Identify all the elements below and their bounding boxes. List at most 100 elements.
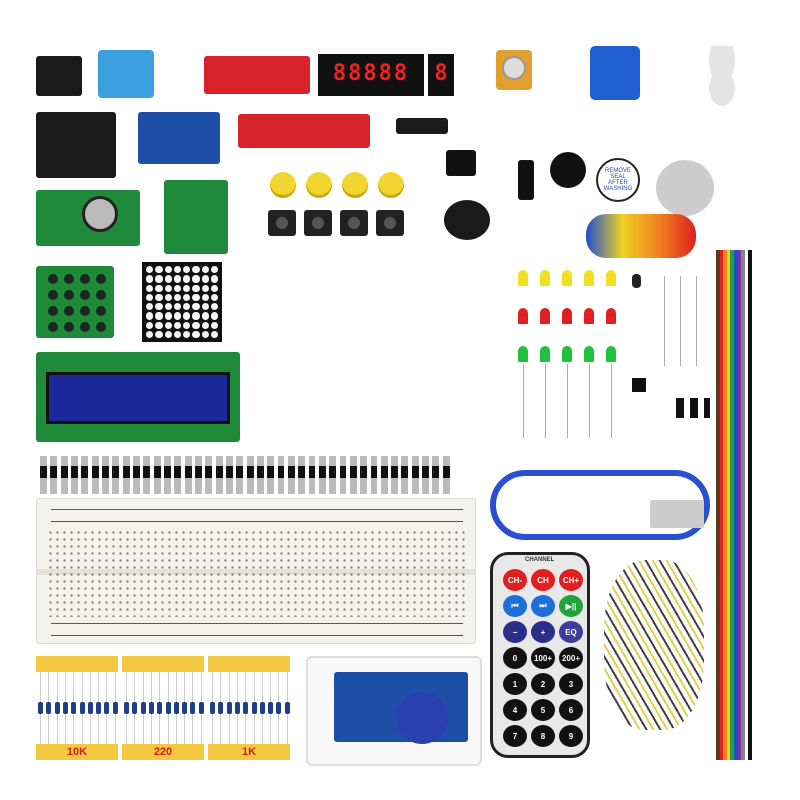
keypad-key [48, 290, 58, 300]
keypad-key [96, 290, 106, 300]
breadboard [36, 498, 476, 644]
led [540, 270, 550, 286]
led [584, 270, 594, 286]
led [518, 308, 528, 324]
dc-jack-cable [518, 160, 534, 200]
resistor-body [226, 702, 232, 714]
matrix-dot [146, 284, 154, 292]
header-pin [70, 456, 78, 494]
resistor-body [251, 702, 257, 714]
ribbon-wire [730, 250, 734, 760]
resistor-body [198, 702, 204, 714]
matrix-dot [183, 275, 191, 283]
matrix-dot [201, 275, 209, 283]
matrix-dot [173, 303, 181, 311]
led [562, 308, 572, 324]
matrix-dot [164, 312, 172, 320]
header-pin [122, 456, 130, 494]
led-leg [545, 364, 546, 438]
sticker-text: REMOVE SEAL AFTER WASHING [603, 168, 633, 192]
remote-button: 4 [503, 699, 527, 721]
matrix-dot [155, 303, 163, 311]
remote-button: 3 [559, 673, 583, 695]
resistor-body [210, 702, 215, 714]
keypad-key [96, 322, 106, 332]
header-pin [91, 456, 99, 494]
resistor-label-1k: 1K [208, 744, 290, 760]
header-pin [267, 456, 275, 494]
header-pin [246, 456, 254, 494]
resistor-body [46, 702, 52, 714]
matrix-dot [183, 284, 191, 292]
seven-segment-display-4digit: 88888 [318, 54, 424, 96]
header-pin [349, 456, 357, 494]
matrix-dot [146, 312, 154, 320]
resistor-tape-top-3 [208, 656, 290, 672]
tilt-switches [676, 398, 710, 418]
remote-button: 200+ [559, 647, 583, 669]
resistor-body [157, 702, 163, 714]
keypad-key [48, 306, 58, 316]
matrix-dot [192, 266, 200, 274]
keypad-key [48, 322, 58, 332]
header-pin [318, 456, 326, 494]
remote-button: CH+ [559, 569, 583, 591]
button-cap [378, 172, 404, 198]
ribbon-wire [748, 250, 752, 760]
remote-button: 9 [559, 725, 583, 747]
matrix-dot [146, 303, 154, 311]
resistor-label-10k: 10K [36, 744, 118, 760]
matrix-dot [164, 275, 172, 283]
matrix-dot [210, 312, 218, 320]
tactile-button [340, 210, 368, 236]
stepper-motor-cable [586, 214, 696, 258]
matrix-dot [146, 266, 154, 274]
led [562, 270, 572, 286]
joystick-module [36, 112, 116, 178]
matrix-dot [164, 303, 172, 311]
potentiometer-knob [502, 56, 526, 80]
button-cap [342, 172, 368, 198]
matrix-dot [183, 303, 191, 311]
remote-button: EQ [559, 621, 583, 643]
stepper-driver-board [164, 180, 228, 254]
keypad-key [48, 274, 58, 284]
header-pin [308, 456, 316, 494]
matrix-dot [210, 321, 218, 329]
dupont-ribbon-cable [716, 250, 752, 760]
resistor-body [112, 702, 118, 714]
resistor-body [234, 702, 240, 714]
stepper-motor [656, 160, 714, 216]
resistor-body [87, 702, 93, 714]
led-leg [611, 364, 612, 438]
led [606, 308, 616, 324]
matrix-dot [183, 330, 191, 338]
resistor-body [243, 702, 249, 714]
resistor-body [38, 702, 43, 714]
matrix-dot [192, 321, 200, 329]
remote-button: CH [531, 569, 555, 591]
ribbon-wire [726, 250, 731, 760]
header-pin [40, 456, 47, 494]
matrix-dot [201, 312, 209, 320]
remote-button: ⏮ [503, 595, 527, 617]
ribbon-wire [737, 250, 742, 760]
breadboard-holes [47, 529, 465, 617]
ribbon-wire [744, 250, 749, 760]
led-leg [567, 364, 568, 438]
remote-button: 2 [531, 673, 555, 695]
buzzer-sticker: REMOVE SEAL AFTER WASHING [596, 158, 640, 202]
matrix-dot [155, 266, 163, 274]
resistor-body [54, 702, 60, 714]
resistor-body [148, 702, 154, 714]
resistor-body [182, 702, 188, 714]
led-matrix-8x8 [142, 262, 222, 342]
matrix-dot [146, 293, 154, 301]
keypad-key [64, 274, 74, 284]
servo-horns [692, 46, 752, 116]
header-pin [101, 456, 109, 494]
pin-header-strip [40, 456, 450, 494]
resistor-body [190, 702, 196, 714]
header-pin [174, 456, 182, 494]
matrix-dot [183, 321, 191, 329]
